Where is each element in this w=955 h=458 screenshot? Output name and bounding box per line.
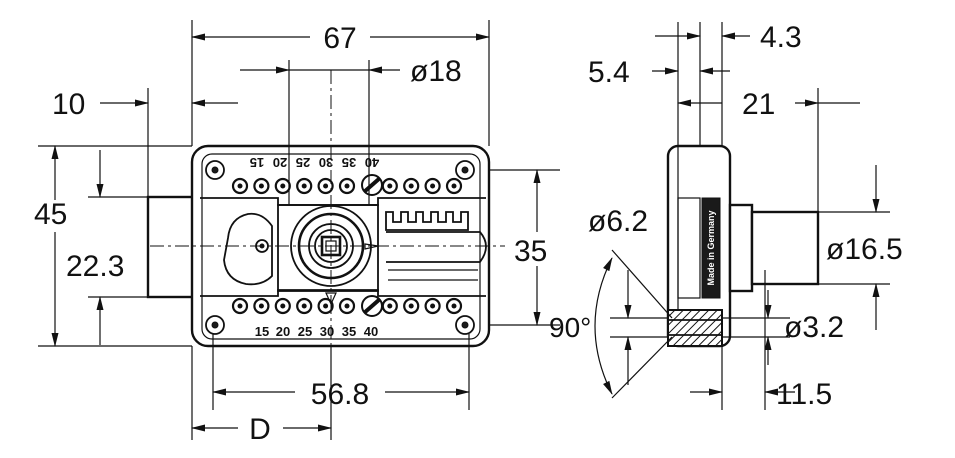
screw-top — [361, 174, 383, 196]
dim-35: 35 — [514, 235, 547, 268]
dim-5-4: 5.4 — [588, 56, 630, 89]
scale-label: 35 — [342, 324, 356, 339]
dim-45: 45 — [34, 198, 67, 231]
adjust-holes-top — [231, 177, 463, 195]
scale-label: 25 — [298, 324, 312, 339]
scale-label: 40 — [364, 324, 378, 339]
side-view: Made in Germany — [666, 144, 820, 348]
adjust-hole-center — [387, 183, 393, 189]
adjust-hole-center — [237, 303, 243, 309]
dim-dia-16-5: ø16.5 — [826, 233, 903, 266]
side-dimensions: 4.3 5.4 21 ø16.5 ø6.2 ø3.2 90° 11.5 — [549, 21, 903, 411]
adjust-hole-center — [451, 183, 457, 189]
adjust-hole-center — [301, 183, 307, 189]
adjust-hole-center — [344, 303, 350, 309]
dim-dia-6-2: ø6.2 — [588, 205, 648, 238]
scale-label: 40 — [365, 155, 379, 170]
screw-bottom — [361, 295, 383, 317]
mounting-holes — [205, 160, 475, 335]
dim-22-3: 22.3 — [66, 250, 124, 283]
scale-label: 25 — [296, 155, 310, 170]
adjust-hole-center — [430, 303, 436, 309]
adjust-hole-center — [323, 183, 329, 189]
cam — [223, 212, 273, 286]
adjust-hole-center — [258, 183, 264, 189]
bushing-section — [667, 309, 723, 347]
dim-dia-18: ø18 — [410, 55, 462, 88]
bolt — [146, 195, 196, 299]
adjust-hole-center — [430, 183, 436, 189]
scale-label: 30 — [320, 324, 334, 339]
dim-56-8: 56.8 — [311, 378, 369, 411]
adjust-hole-center — [387, 303, 393, 309]
adjust-hole-center — [237, 183, 243, 189]
scale-label: 15 — [250, 155, 264, 170]
adjust-hole-center — [323, 303, 329, 309]
dim-backset-d: D — [249, 413, 271, 446]
side-cylinder-collar — [728, 203, 754, 293]
dim-67: 67 — [323, 22, 356, 55]
dim-dia-3-2: ø3.2 — [784, 311, 844, 344]
front-dimensions: 67 ø18 10 45 22.3 35 56.8 D — [34, 20, 560, 446]
scale-label: 30 — [319, 155, 333, 170]
rack-teeth — [385, 211, 469, 231]
adjust-hole-center — [344, 183, 350, 189]
adjust-hole-center — [258, 303, 264, 309]
dim-11-5: 11.5 — [776, 378, 832, 411]
scale-top: 40 35 30 25 20 15 — [250, 155, 379, 170]
scale-label: 20 — [276, 324, 290, 339]
adjust-hole-center — [408, 303, 414, 309]
scale-label: 20 — [273, 155, 287, 170]
side-cylinder — [750, 210, 820, 286]
dim-21: 21 — [742, 88, 775, 121]
made-in-germany-plate — [701, 197, 721, 299]
dim-10: 10 — [52, 88, 85, 121]
adjust-hole-center — [451, 303, 457, 309]
dim-angle-90: 90° — [549, 312, 591, 343]
dim-4-3: 4.3 — [760, 21, 802, 54]
scale-label: 15 — [255, 324, 269, 339]
adjust-holes-bottom — [231, 297, 463, 315]
side-stamp: Made in Germany — [706, 210, 716, 285]
adjust-hole-center — [280, 303, 286, 309]
front-view: 40 35 30 25 20 15 15 20 25 30 35 40 — [146, 70, 505, 430]
scale-label: 35 — [342, 155, 356, 170]
adjust-hole-center — [408, 183, 414, 189]
adjust-hole-center — [301, 303, 307, 309]
adjust-hole-center — [280, 183, 286, 189]
